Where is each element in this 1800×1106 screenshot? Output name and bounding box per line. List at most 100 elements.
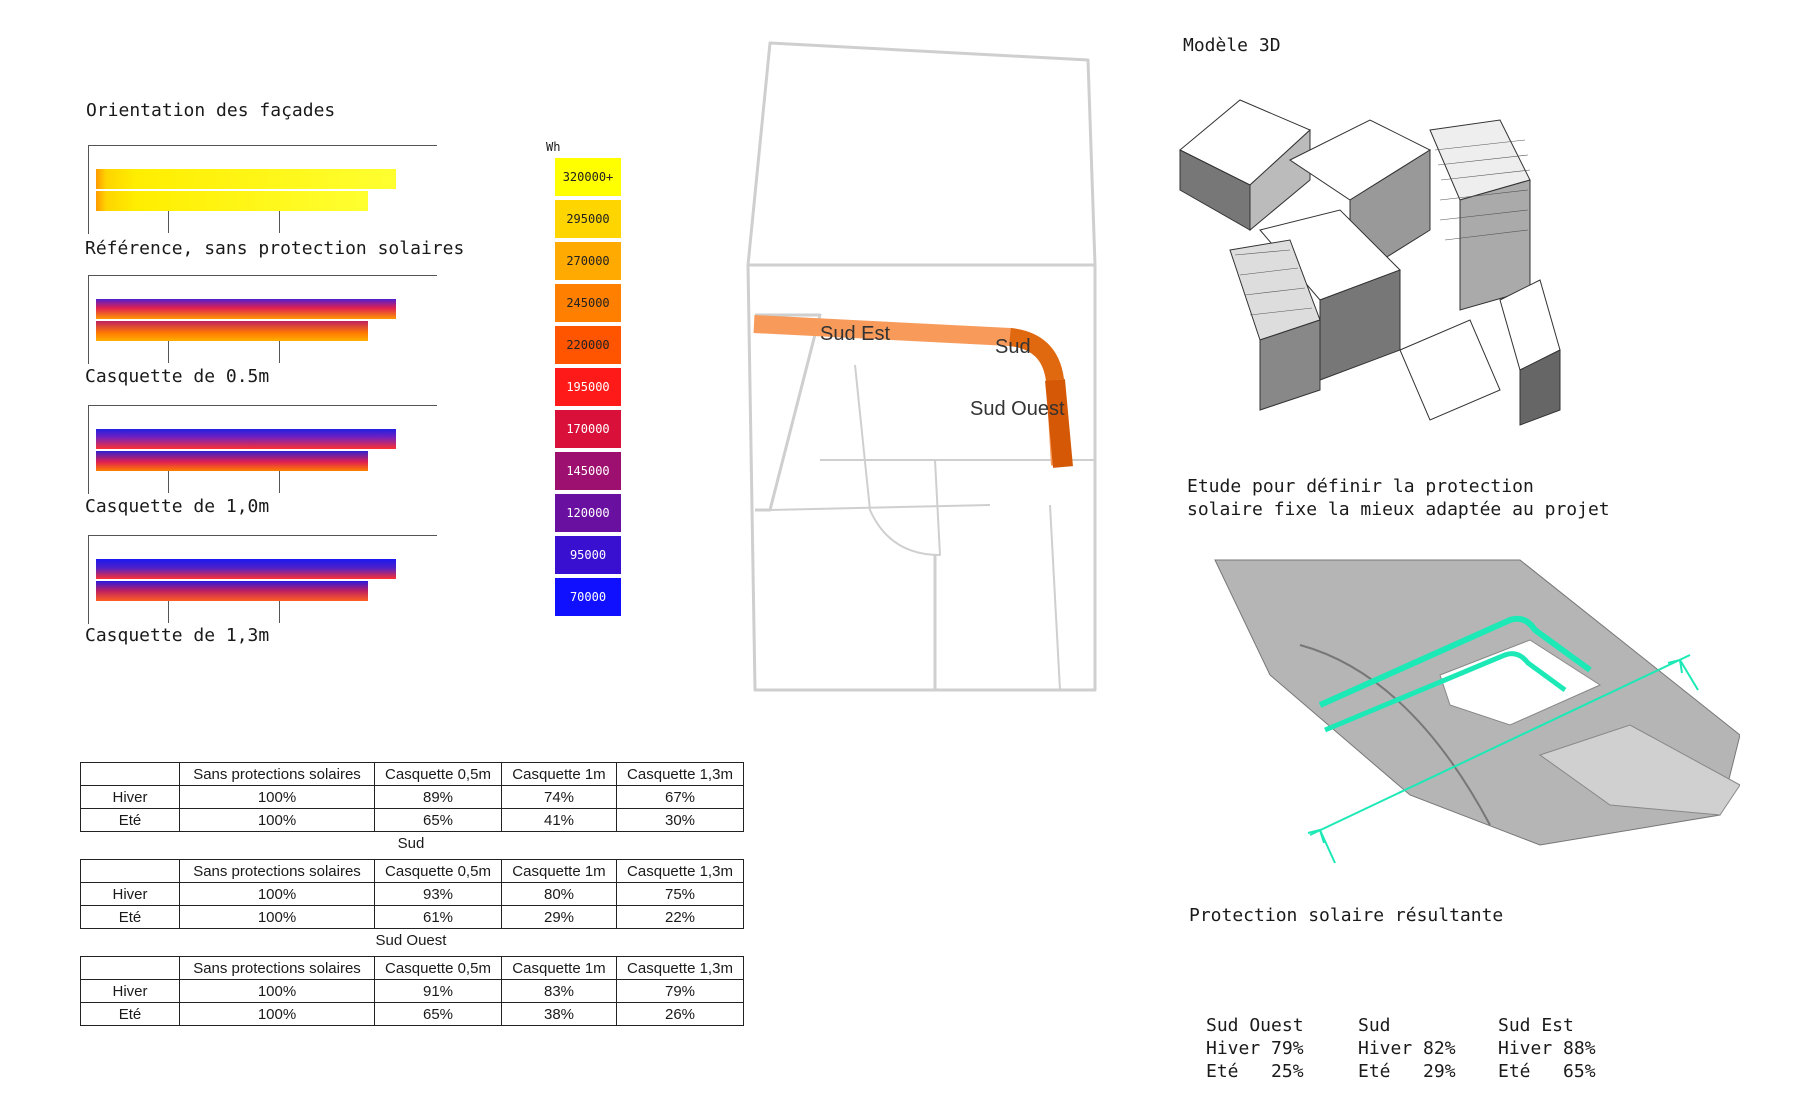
protection-line-lower xyxy=(1324,651,1567,733)
legend-swatch: 320000+ xyxy=(555,158,621,196)
legend-swatch: 220000 xyxy=(555,326,621,364)
table-cell: 100% xyxy=(179,785,375,809)
table-cell: 93% xyxy=(374,882,502,906)
table-cell: 67% xyxy=(616,785,744,809)
model-title: Modèle 3D xyxy=(1183,35,1281,56)
table-cell: 89% xyxy=(374,785,502,809)
table-cell: Hiver xyxy=(80,882,180,906)
legend-swatch: 195000 xyxy=(555,368,621,406)
table-cell: 26% xyxy=(616,1002,744,1026)
table-header-cell: Casquette 0,5m xyxy=(374,859,502,883)
table-header-cell: Casquette 1,3m xyxy=(616,859,744,883)
table-cell: Hiver xyxy=(80,979,180,1003)
plan-upper-block xyxy=(746,41,1097,267)
site-plan: Sud Est Sud Sud Ouest xyxy=(746,41,1097,692)
facade-diagram-casquette-10 xyxy=(88,405,443,495)
table-header-cell: Sans protections solaires xyxy=(179,762,375,786)
legend-unit: Wh xyxy=(546,140,561,154)
sun-protection-3d-image xyxy=(1214,559,1740,864)
table-header-cell: Casquette 1,3m xyxy=(616,762,744,786)
table-cell: 74% xyxy=(501,785,617,809)
table-cell: 38% xyxy=(501,1002,617,1026)
legend-swatch: 145000 xyxy=(555,452,621,490)
caption-casquette-10: Casquette de 1,0m xyxy=(85,496,270,517)
study-line-2: solaire fixe la mieux adaptée au projet xyxy=(1187,499,1610,520)
legend-swatch: 270000 xyxy=(555,242,621,280)
facade-sud-band xyxy=(1008,328,1064,382)
table-header-cell: Sans protections solaires xyxy=(179,859,375,883)
legend-swatch: 170000 xyxy=(555,410,621,448)
caption-casquette-05: Casquette de 0.5m xyxy=(85,366,270,387)
table-header-cell xyxy=(80,859,180,883)
table-cell: 100% xyxy=(179,1002,375,1026)
legend-swatch: 70000 xyxy=(555,578,621,616)
table-cell: Hiver xyxy=(80,785,180,809)
table-cell: 100% xyxy=(179,905,375,929)
table-header-cell: Casquette 0,5m xyxy=(374,762,502,786)
table-header-cell xyxy=(80,956,180,980)
table-cell: 65% xyxy=(374,808,502,832)
table-cell: 100% xyxy=(179,882,375,906)
table-header-cell: Casquette 0,5m xyxy=(374,956,502,980)
table-cell: 83% xyxy=(501,979,617,1003)
legend-swatch: 245000 xyxy=(555,284,621,322)
table-cell: 30% xyxy=(616,808,744,832)
table-cell: Eté xyxy=(80,905,180,929)
caption-casquette-13: Casquette de 1,3m xyxy=(85,625,270,646)
table-header-cell: Casquette 1m xyxy=(501,956,617,980)
table-cell: 29% xyxy=(501,905,617,929)
label-sud-est: Sud Est xyxy=(820,323,890,345)
table-cell: Eté xyxy=(80,808,180,832)
facade-sud-ouest-band xyxy=(1045,379,1073,468)
table-cell: 22% xyxy=(616,905,744,929)
table-cell: 100% xyxy=(179,808,375,832)
table-header-cell: Casquette 1,3m xyxy=(616,956,744,980)
section-arrow-left xyxy=(1307,828,1336,864)
table-cell: 79% xyxy=(616,979,744,1003)
facade-diagram-reference xyxy=(88,145,443,235)
legend-swatch: 295000 xyxy=(555,200,621,238)
table-cell: Eté xyxy=(80,1002,180,1026)
protection-line-upper xyxy=(1318,615,1592,708)
facade-diagram-casquette-05 xyxy=(88,275,443,365)
table-header-cell: Casquette 1m xyxy=(501,762,617,786)
table-section-title: Sud xyxy=(397,835,425,852)
table-header-cell xyxy=(80,762,180,786)
label-sud: Sud xyxy=(995,336,1031,358)
legend-swatch: 95000 xyxy=(555,536,621,574)
section-arrow-right xyxy=(1667,658,1699,691)
section-line xyxy=(1309,654,1691,836)
model-3d-image xyxy=(1179,99,1561,426)
table-cell: 41% xyxy=(501,808,617,832)
table-cell: 91% xyxy=(374,979,502,1003)
result-title: Protection solaire résultante xyxy=(1189,905,1504,926)
facade-section-title: Orientation des façades xyxy=(86,100,336,121)
table-cell: 65% xyxy=(374,1002,502,1026)
table-cell: 75% xyxy=(616,882,744,906)
table-cell: 80% xyxy=(501,882,617,906)
study-line-1: Etude pour définir la protection xyxy=(1187,476,1534,497)
table-section-title: Sud Ouest xyxy=(375,932,447,949)
label-sud-ouest: Sud Ouest xyxy=(970,398,1065,420)
caption-reference: Référence, sans protection solaires xyxy=(85,238,465,259)
facade-diagram-casquette-13 xyxy=(88,535,443,625)
table-header-cell: Casquette 1m xyxy=(501,859,617,883)
table-cell: 100% xyxy=(179,979,375,1003)
table-header-cell: Sans protections solaires xyxy=(179,956,375,980)
table-cell: 61% xyxy=(374,905,502,929)
